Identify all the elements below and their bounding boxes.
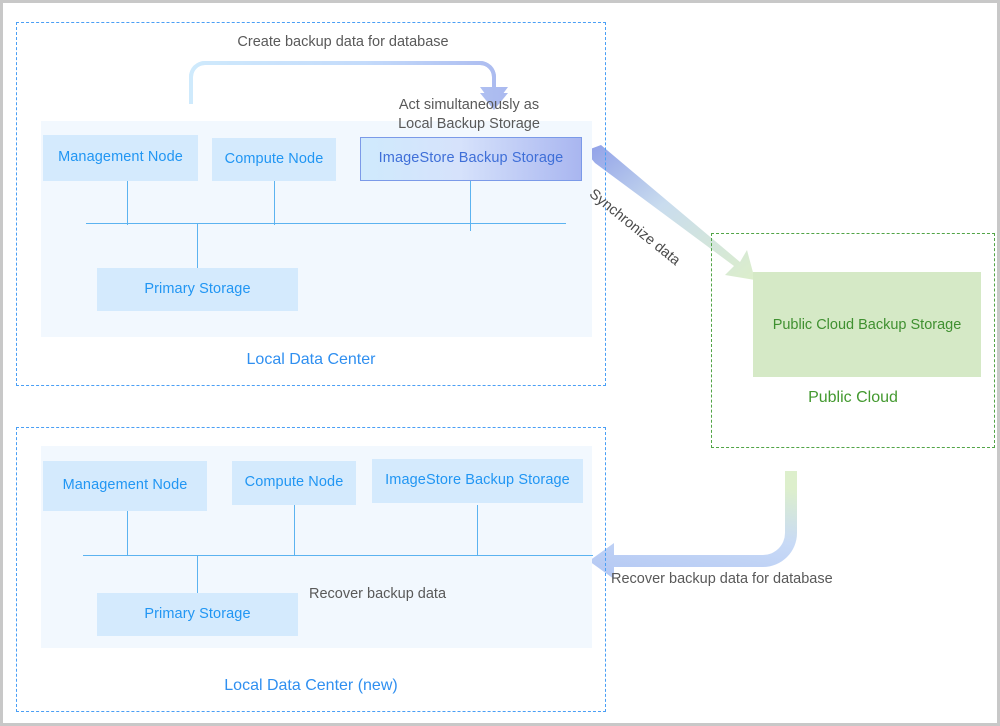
cloud-box-label: Public Cloud Backup Storage <box>772 316 962 333</box>
node-label: Management Node <box>62 477 188 494</box>
node-imagestore-bottom[interactable]: ImageStore Backup Storage <box>372 459 583 503</box>
local-data-center-new-group <box>16 427 606 712</box>
local-data-center-caption: Local Data Center <box>246 351 376 368</box>
node-label: Primary Storage <box>144 605 251 622</box>
recover-backup-db-arrow <box>589 471 797 579</box>
bus-stub-compute-top <box>274 181 275 225</box>
act-simultaneously-note: Act simultaneously as Local Backup Stora… <box>381 96 557 135</box>
recover-backup-data-label: Recover backup data <box>309 586 447 602</box>
recover-backup-db-label: Recover backup data for database <box>611 571 833 587</box>
create-backup-arrow-label: Create backup data for database <box>237 34 449 50</box>
node-label: Primary Storage <box>144 280 251 297</box>
public-cloud-group <box>711 233 995 448</box>
bus-stub-imagestore-bottom <box>477 505 478 556</box>
node-label: Management Node <box>58 149 183 166</box>
bus-line-bottom <box>83 555 593 556</box>
node-imagestore-top[interactable]: ImageStore Backup Storage <box>360 137 582 181</box>
bus-stub-compute-bottom <box>294 505 295 556</box>
local-data-center-group <box>16 22 606 386</box>
public-cloud-caption: Public Cloud <box>808 389 898 406</box>
node-primary-storage-top[interactable]: Primary Storage <box>97 268 298 311</box>
node-management-bottom[interactable]: Management Node <box>43 461 207 511</box>
public-cloud-backup-storage[interactable]: Public Cloud Backup Storage <box>753 272 981 377</box>
node-label: Compute Node <box>224 150 324 167</box>
bus-stub-management-bottom <box>127 511 128 556</box>
bus-stub-management-top <box>127 181 128 225</box>
bus-stub-primary-bottom <box>197 555 198 600</box>
bus-line-top <box>86 223 566 224</box>
note-line-2: Local Backup Storage <box>398 116 540 133</box>
bus-stub-imagestore-top <box>470 181 471 231</box>
node-label: Compute Node <box>244 474 344 491</box>
node-label: ImageStore Backup Storage <box>385 472 570 489</box>
node-management-top[interactable]: Management Node <box>43 135 198 181</box>
node-compute-bottom[interactable]: Compute Node <box>232 461 356 505</box>
local-data-center-new-caption: Local Data Center (new) <box>224 677 398 694</box>
note-line-1: Act simultaneously as <box>398 97 540 113</box>
node-primary-storage-bottom[interactable]: Primary Storage <box>97 593 298 636</box>
bus-stub-primary-top <box>197 223 198 268</box>
node-compute-top[interactable]: Compute Node <box>212 138 336 181</box>
node-label: ImageStore Backup Storage <box>378 150 564 167</box>
